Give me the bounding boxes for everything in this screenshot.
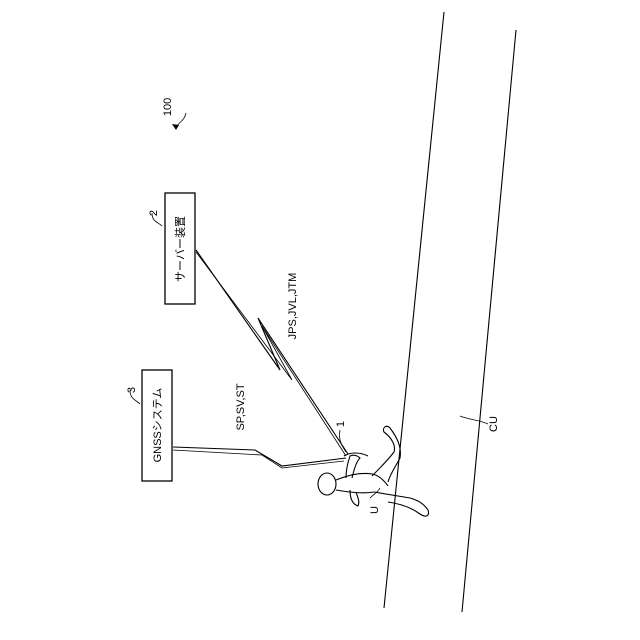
server-ref-label: 2 [148,210,160,216]
user-runner-figure [318,426,429,516]
runner-arm-front [346,455,360,478]
device-ref-label: 1 [335,421,347,427]
user-ref-label: U [369,506,381,514]
server-signal-label: JPS,JVL,JTM [287,273,299,340]
gnss-signal-link [173,447,346,466]
gnss-name-label: GNSSシステム [151,388,164,463]
runner-leg-front [372,426,400,482]
gnss-ref-label: 3 [126,387,138,393]
runner-torso [336,473,388,492]
server-name-label: サーバー装置 [174,216,187,282]
course-ref-leader [460,416,488,424]
runner-head [318,473,336,495]
course-line-right [462,30,516,612]
server-signal-link-inner [196,252,346,456]
system-ref-label: 100 [162,98,174,116]
runner-leg-back [374,492,429,516]
gnss-signal-label: SP,SV,ST [235,383,247,430]
course-line-left [384,12,444,608]
system-ref-arrowhead [172,124,179,130]
course-ref-label: CU [488,416,500,432]
